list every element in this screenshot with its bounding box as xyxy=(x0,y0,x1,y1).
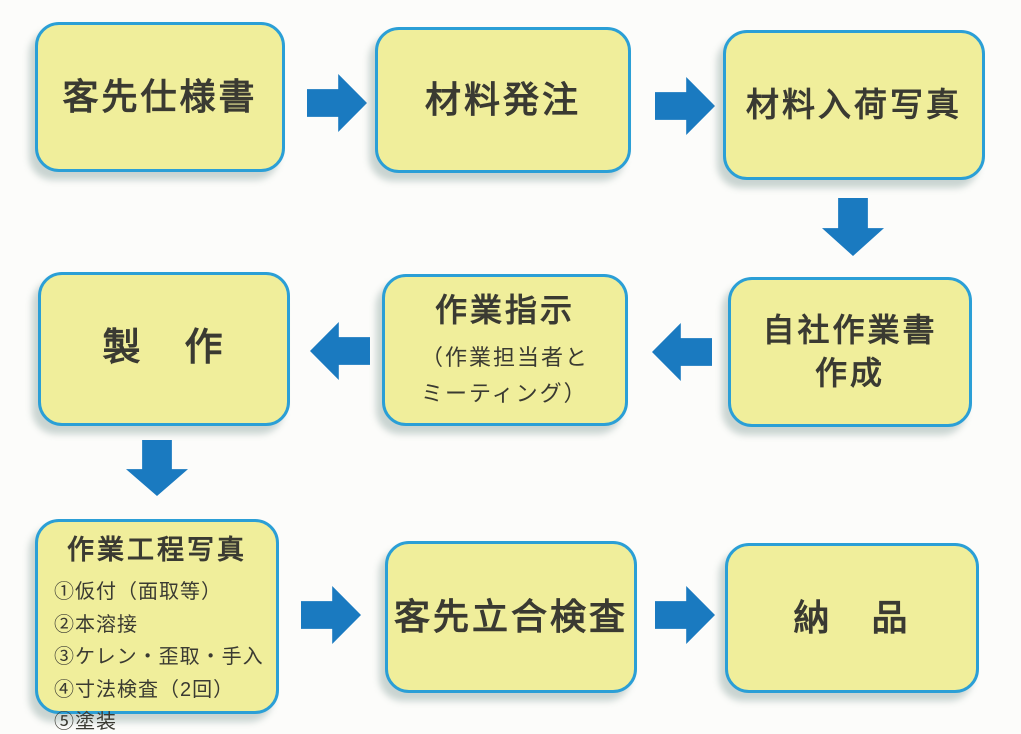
node-internal-worksheet: 自社作業書 作成 xyxy=(728,277,972,427)
process-step: ④寸法検査（2回） xyxy=(54,678,235,701)
node-work-instruction-subtitle-line2: ミーティング） xyxy=(420,380,588,406)
node-customer-spec: 客先仕様書 xyxy=(35,22,285,172)
arrow-right-icon xyxy=(301,586,361,644)
node-material-order: 材料発注 xyxy=(375,27,631,173)
process-step: ⑤塗装 xyxy=(54,711,117,733)
node-material-arrival-photo: 材料入荷写真 xyxy=(723,30,985,180)
node-process-photos-label: 作業工程写真 xyxy=(67,535,247,565)
process-step: ②本溶接 xyxy=(54,613,138,636)
node-delivery: 納 品 xyxy=(725,543,979,693)
node-customer-inspection-label: 客先立合検査 xyxy=(393,595,628,637)
node-work-instruction: 作業指示 （作業担当者と ミーティング） xyxy=(382,274,628,426)
node-delivery-label: 納 品 xyxy=(793,596,911,638)
arrow-left-icon xyxy=(652,323,712,381)
arrow-left-icon xyxy=(310,322,370,380)
node-fabrication: 製 作 xyxy=(38,272,290,426)
arrow-down-icon xyxy=(126,440,188,496)
node-work-instruction-subtitle-line1: （作業担当者と xyxy=(420,345,589,371)
node-process-photos: 作業工程写真 ①仮付（面取等） ②本溶接 ③ケレン・歪取・手入 ④寸法検査（2回… xyxy=(35,519,279,733)
node-internal-worksheet-label-line1: 自社作業書 xyxy=(762,311,938,348)
node-work-instruction-label: 作業指示 xyxy=(434,292,575,329)
node-work-instruction-subtitle: （作業担当者と ミーティング） xyxy=(421,340,589,410)
node-fabrication-label: 製 作 xyxy=(102,327,226,370)
arrow-down-icon xyxy=(822,198,884,256)
process-steps-list: ①仮付（面取等） ②本溶接 ③ケレン・歪取・手入 ④寸法検査（2回） ⑤塗装 xyxy=(54,576,264,734)
process-step: ③ケレン・歪取・手入 xyxy=(54,646,264,669)
arrow-right-icon xyxy=(655,586,715,644)
node-internal-worksheet-label-line2: 作成 xyxy=(814,355,885,391)
node-customer-spec-label: 客先仕様書 xyxy=(62,75,258,117)
arrow-right-icon xyxy=(307,74,367,132)
node-material-order-label: 材料発注 xyxy=(424,78,581,120)
arrow-right-icon xyxy=(655,77,715,135)
node-material-arrival-photo-label: 材料入荷写真 xyxy=(746,85,962,123)
node-customer-inspection: 客先立合検査 xyxy=(385,541,637,693)
process-step: ①仮付（面取等） xyxy=(54,581,222,604)
